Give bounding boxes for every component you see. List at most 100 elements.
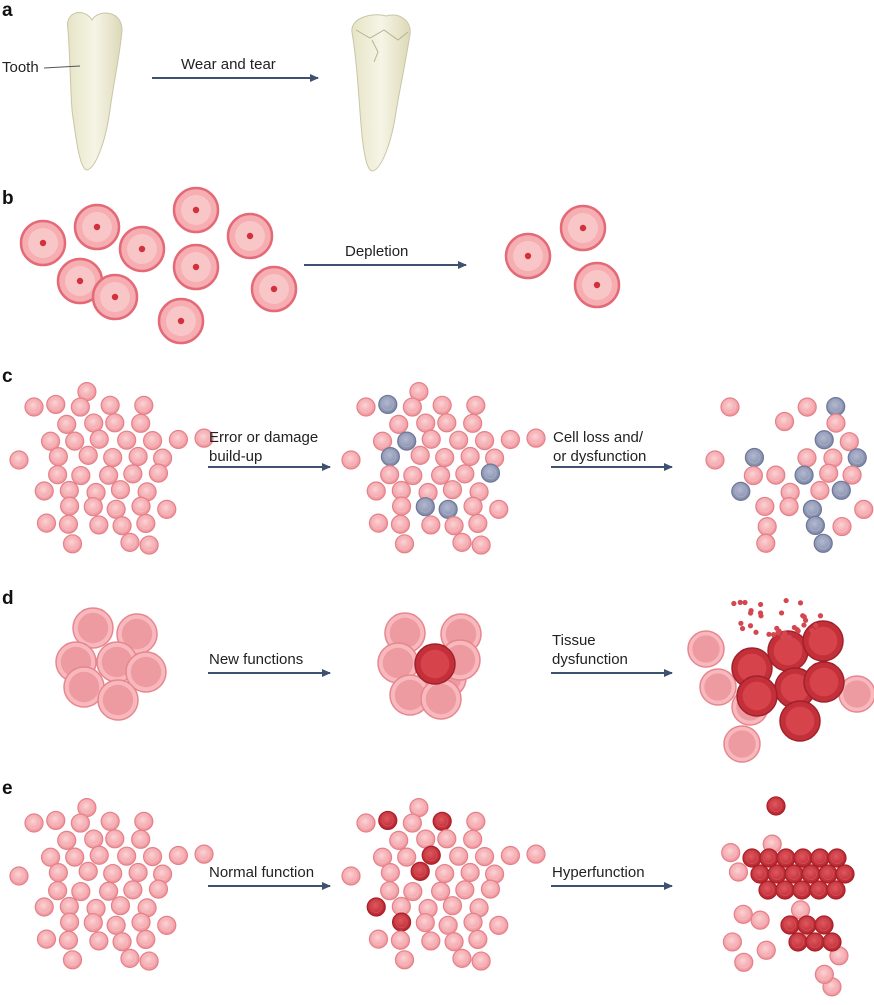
panel-a-art xyxy=(43,12,411,172)
hyperfunctional-cell xyxy=(810,848,830,868)
dysfunctional-cell xyxy=(779,700,821,742)
tissue-cell xyxy=(142,431,163,451)
hyperfunctional-cell xyxy=(432,811,452,831)
hyperfunctional-cell xyxy=(742,848,762,868)
tissue-cell xyxy=(70,813,90,833)
secreted-particle xyxy=(809,627,815,634)
tissue-cell xyxy=(117,846,137,866)
tissue-cell xyxy=(500,429,521,450)
tissue-cell xyxy=(829,946,849,966)
hyperfunctional-cell xyxy=(818,864,838,884)
tissue-cell xyxy=(390,930,411,950)
tissue-cell xyxy=(489,915,509,935)
healthy-tooth xyxy=(67,12,123,171)
tissue-cell xyxy=(687,630,725,668)
secreted-particle xyxy=(783,597,789,604)
damaged-cell xyxy=(826,397,846,417)
tissue-cell xyxy=(89,845,109,865)
tissue-cell xyxy=(83,497,103,517)
tissue-cell xyxy=(366,481,386,501)
tissue-dysfunction-line-2: dysfunction xyxy=(552,651,628,668)
tissue-cell xyxy=(437,413,457,433)
tissue-cell xyxy=(157,915,177,935)
tissue-cell xyxy=(391,480,411,501)
tissue-cell xyxy=(452,532,472,552)
damaged-cell xyxy=(802,499,823,519)
tissue-cell xyxy=(394,534,415,554)
damaged-cell xyxy=(480,463,501,483)
damaged-cell xyxy=(847,448,867,468)
hyperfunctional-cell xyxy=(775,880,795,900)
panel-c-letter: c xyxy=(2,366,13,387)
tissue-cell xyxy=(372,431,393,451)
tissue-cell xyxy=(84,413,104,433)
hyperfunctional-cell xyxy=(814,915,834,935)
secreted-particle xyxy=(747,623,754,629)
hyperfunctional-cell xyxy=(766,796,786,816)
tissue-cell xyxy=(416,829,436,849)
hyperfunctional-cell xyxy=(835,864,855,884)
tissue-cell xyxy=(463,829,483,849)
tissue-cell xyxy=(148,463,169,483)
tissue-cell xyxy=(134,811,154,831)
tissue-cell xyxy=(65,431,85,451)
tissue-cell xyxy=(500,845,521,866)
tissue-cell xyxy=(444,516,464,536)
tissue-cell xyxy=(435,863,455,884)
tissue-cell xyxy=(721,843,741,863)
tissue-cell xyxy=(779,496,799,517)
tissue-cell xyxy=(341,450,361,470)
tissue-cell xyxy=(57,830,77,850)
tissue-cell xyxy=(449,430,469,450)
dysfunctional-cell xyxy=(802,620,844,662)
tissue-cell xyxy=(389,414,409,434)
secreted-particle xyxy=(739,625,746,632)
hyperfunctional-cell xyxy=(784,864,804,884)
tissue-cell xyxy=(100,811,120,831)
tissue-cell xyxy=(131,496,151,516)
hyperfunctional-cell xyxy=(792,880,812,900)
tissue-cell xyxy=(120,948,140,968)
damaged-cell xyxy=(814,430,834,450)
tissue-cell xyxy=(819,463,839,483)
tissue-cell xyxy=(168,845,189,866)
tissue-cell xyxy=(117,430,137,450)
damaged-cell xyxy=(744,447,765,468)
tissue-cell xyxy=(142,847,163,867)
hyperfunctional-cell xyxy=(421,845,441,865)
tissue-cell xyxy=(442,480,463,500)
tissue-cell xyxy=(723,725,761,763)
tissue-cell xyxy=(105,413,125,433)
damaged-cell xyxy=(438,499,458,519)
hyperfunctional-cell xyxy=(758,880,778,900)
tissue-cell xyxy=(435,447,455,468)
tissue-cell xyxy=(397,847,417,867)
tissue-cell xyxy=(489,499,509,519)
hyperfunctional-cell xyxy=(826,880,846,900)
hyperfunctional-cell xyxy=(801,864,821,884)
secreted-particle xyxy=(731,600,737,607)
hyperfunctional-cell xyxy=(759,848,779,868)
tissue-cell xyxy=(34,897,54,917)
tissue-cell xyxy=(774,411,795,432)
hyperfunctional-cell xyxy=(780,915,800,935)
tissue-cell xyxy=(449,846,469,866)
tissue-cell xyxy=(394,950,415,970)
tissue-cell xyxy=(757,517,777,537)
tissue-cell xyxy=(402,813,422,833)
hyperfunctional-cell xyxy=(776,848,796,868)
tissue-cell xyxy=(474,431,495,451)
tissue-cell xyxy=(40,847,61,867)
tissue-cell xyxy=(471,535,491,555)
tooth-crack-line xyxy=(355,29,409,41)
panel-d-art xyxy=(55,597,874,763)
cell-loss-label: Cell loss and/ or dysfunction xyxy=(553,428,646,466)
stem-cell xyxy=(504,232,552,280)
tissue-cell xyxy=(389,674,431,716)
tissue-cell xyxy=(70,397,90,417)
worn-tooth xyxy=(351,14,411,172)
tissue-cell xyxy=(466,395,486,415)
panel-c-art xyxy=(9,382,874,555)
tissue-cell xyxy=(128,862,148,883)
